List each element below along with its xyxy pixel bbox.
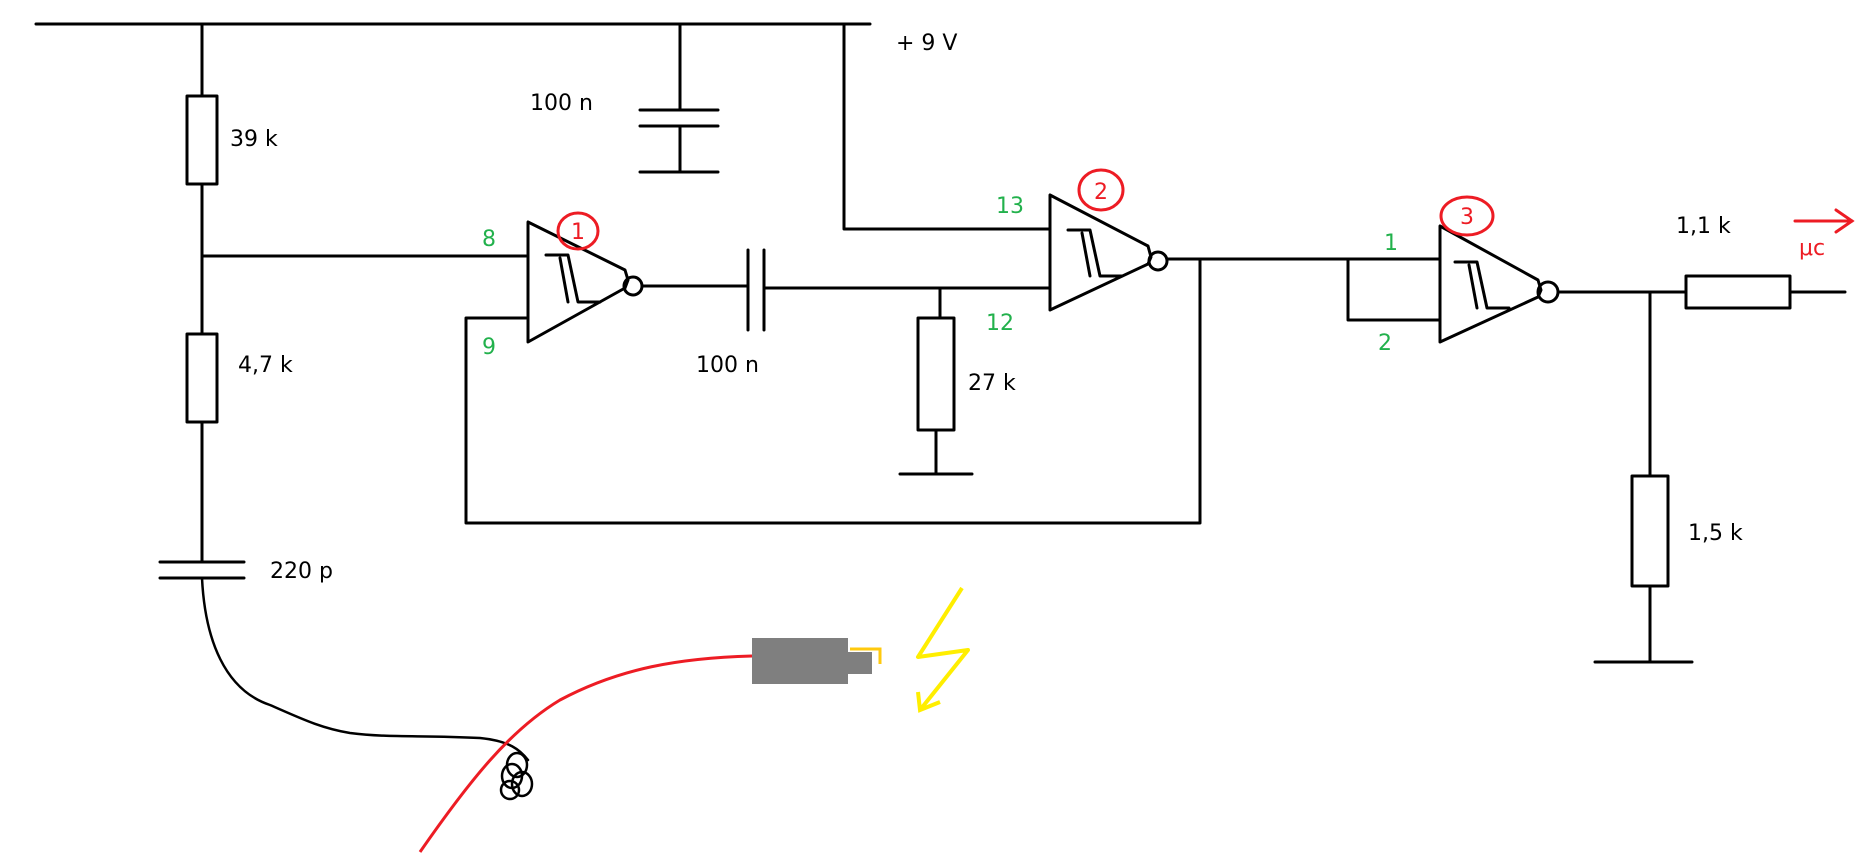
- wire-gate1-pin9-feedback: [464, 258, 1202, 525]
- label-4k7: 4,7 k: [238, 353, 293, 378]
- resistor-1k1: [1684, 274, 1792, 310]
- pin-label-8: 8: [482, 227, 496, 252]
- label-39k: 39 k: [230, 127, 278, 152]
- label-27k: 27 k: [968, 371, 1016, 396]
- gate-1-number: 1: [571, 220, 585, 245]
- pin-label-9: 9: [482, 335, 496, 360]
- pin-label-12: 12: [986, 311, 1014, 336]
- gate-2: [1048, 193, 1153, 312]
- resistor-4k7: [185, 332, 219, 424]
- schmitt-trigger-icon: [1453, 260, 1511, 310]
- igniter-lead: [418, 654, 753, 853]
- wire-supply-to-gate2-pin13: [842, 22, 1052, 231]
- gate-2-marker-circle: [1077, 168, 1125, 212]
- resistor-39k: [185, 94, 219, 186]
- gate-3-marker-circle: [1439, 195, 1495, 237]
- resistor-1k5: [1630, 474, 1670, 588]
- gate-2-output-bubble: [1147, 250, 1169, 272]
- label-1k5: 1,5 k: [1688, 521, 1743, 546]
- resistor-27k: [916, 316, 956, 432]
- gate-3-number: 3: [1460, 205, 1474, 230]
- wire-gate3-inputs-tied: [1346, 257, 1442, 322]
- arrow-right-icon: [1793, 208, 1855, 234]
- label-supply-cap: 100 n: [530, 91, 593, 116]
- sensor-wire: [200, 576, 530, 762]
- gate-2-number: 2: [1094, 180, 1108, 205]
- schmitt-trigger-icon: [1066, 228, 1124, 278]
- pin-label-2: 2: [1378, 331, 1392, 356]
- gate-1-marker-circle: [556, 211, 600, 251]
- gate-1: [526, 220, 630, 344]
- pin-label-13: 13: [996, 194, 1024, 219]
- supply-label: + 9 V: [896, 31, 957, 56]
- output-label: μc: [1799, 236, 1825, 261]
- lightning-arrowhead: [916, 691, 941, 713]
- wire-coil: [499, 751, 534, 801]
- lightning-icon: [916, 586, 970, 712]
- label-1k1: 1,1 k: [1676, 214, 1731, 239]
- label-couple-cap: 100 n: [696, 353, 759, 378]
- gate-3: [1438, 224, 1543, 344]
- pin-label-1: 1: [1384, 231, 1398, 256]
- igniter-icon: [752, 638, 882, 684]
- label-220p: 220 p: [270, 559, 333, 584]
- schmitt-trigger-icon: [544, 253, 602, 304]
